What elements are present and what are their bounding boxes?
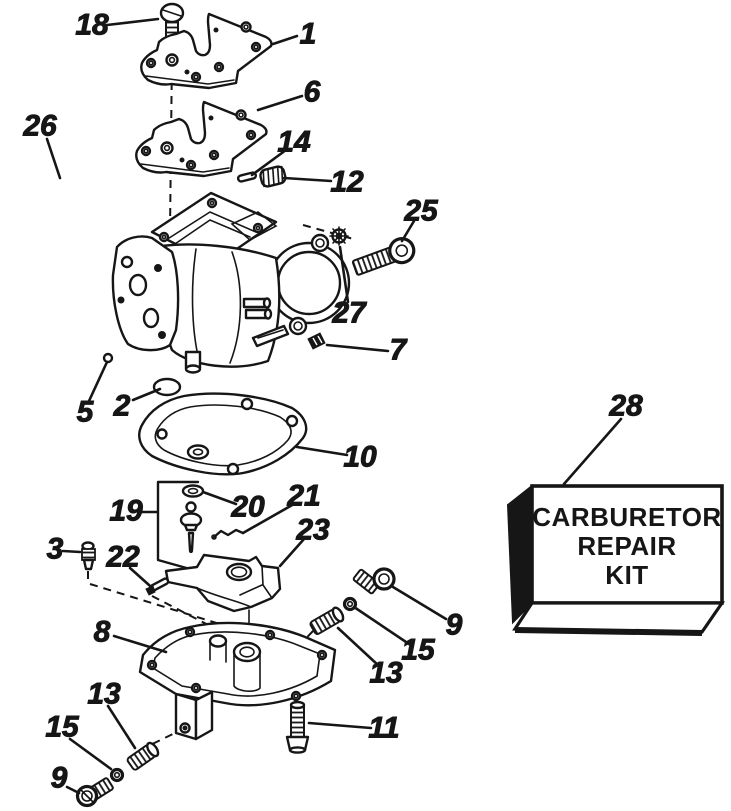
callout-3: 3 [47,533,64,566]
callout-5: 5 [77,396,95,429]
callout-6: 6 [304,76,321,109]
part-gasket-plate-6 [135,100,268,178]
callout-15-left: 15 [45,711,80,744]
callout-28: 28 [608,390,643,423]
part-plug-13-right [309,606,345,635]
part-float-bowl-8 [138,621,337,741]
callout-11: 11 [368,712,399,745]
part-ring-15-left [109,767,125,783]
kit-text-line1: CARBURETOR [532,502,721,532]
part-clip-21 [211,528,245,540]
kit-text-line2: REPAIR [577,531,676,561]
kit-text-line3: KIT [605,560,648,590]
part-ball-5 [102,352,114,364]
part-screw-25 [351,237,416,276]
callout-26: 26 [22,110,57,143]
callout-9-right: 9 [446,609,463,642]
callout-25: 25 [403,195,439,228]
callout-14: 14 [277,126,311,159]
callout-9-left: 9 [51,762,68,795]
part-float-23 [164,553,282,613]
callout-27: 27 [331,297,367,330]
assembly-bracket-19 [156,480,200,571]
callout-2: 2 [113,390,131,423]
callout-15-right: 15 [401,634,436,667]
kit-box-left-side [506,483,533,625]
callout-13-left: 13 [87,678,121,711]
part-screw-3 [81,541,96,571]
callout-20: 20 [230,491,265,524]
part-needle-valve [179,501,203,554]
part-bowl-gasket-10 [138,392,308,476]
callout-22: 22 [105,541,140,574]
callout-19: 19 [109,495,143,528]
callout-1: 1 [300,18,317,51]
kit-box-bottom-edge [514,627,703,636]
callout-18: 18 [75,9,109,42]
callout-23: 23 [295,514,330,547]
part-screw-11 [285,700,310,754]
part-plug-7 [307,332,326,350]
repair-kit-box-28: CARBURETOR REPAIR KIT [506,483,726,636]
part-pin-22 [145,577,170,596]
callout-leader-lines [45,17,623,795]
part-lockwasher-27 [329,226,349,246]
callout-13-right: 13 [369,657,403,690]
part-spring-12 [259,165,287,188]
callout-7: 7 [390,334,408,367]
callout-8: 8 [94,616,111,649]
part-plug-13-left [126,741,160,771]
part-screw-9-right [352,567,396,595]
part-washer-20 [181,484,205,498]
part-disc-2 [152,377,182,397]
callout-10: 10 [343,441,377,474]
part-screw-9-left [75,777,114,808]
callout-21: 21 [286,480,320,513]
part-carburetor-body [111,191,351,374]
callout-labels: 18 1 6 26 14 12 25 27 7 5 2 10 19 20 21 … [22,8,644,795]
callout-12: 12 [330,166,364,199]
